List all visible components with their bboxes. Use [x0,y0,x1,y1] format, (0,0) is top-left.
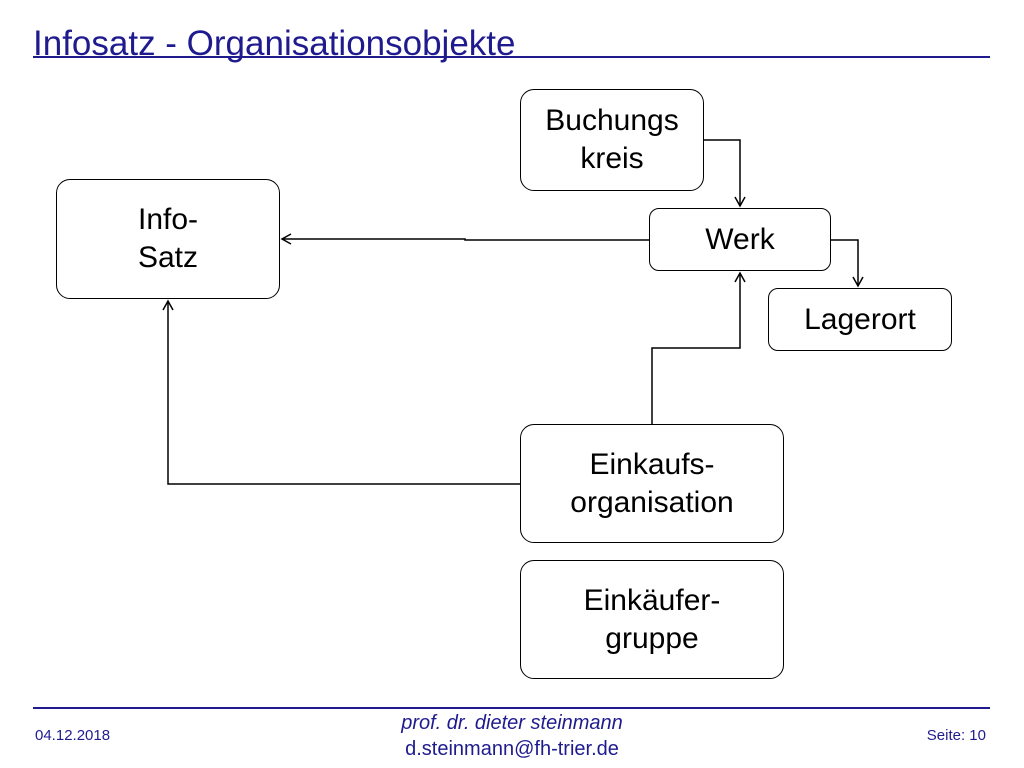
footer-date: 04.12.2018 [35,727,111,744]
edge-werk-lagerort [831,239,864,288]
edge-buchungskreis-werk [704,139,746,208]
footer-page-number: Seite: 10 [926,727,986,744]
node-einkaeufergruppe: Einkäufer- gruppe [520,560,784,679]
node-einkaufsorganisation: Einkaufs- organisation [520,424,784,543]
footer-author-block: prof. dr. dieter steinmann d.steinmann@f… [332,710,692,762]
edge-werk-infosatz [280,233,649,245]
node-werk: Werk [649,208,831,271]
node-einkaufsorganisation-line1: Einkaufs- [589,447,715,481]
edge-einkaufsorg-werk [651,271,746,424]
node-info-satz: Info- Satz [56,179,280,299]
node-info-satz-line1: Info- [137,203,199,236]
edge-einkaufsorg-infosatz [162,299,520,485]
node-info-satz-line2: Satz [137,241,199,274]
footer-email: d.steinmann@fh-trier.de [405,738,619,760]
node-einkaeufergruppe-line1: Einkäufer- [583,583,721,617]
node-lagerort-label: Lagerort [804,302,916,336]
footer-divider [33,707,990,709]
node-werk-label: Werk [705,222,775,256]
node-einkaeufergruppe-line2: gruppe [605,621,699,655]
node-lagerort: Lagerort [768,288,952,351]
node-buchungskreis-line1: Buchungs [545,104,679,137]
footer-author: prof. dr. dieter steinmann [401,712,623,734]
title-divider [33,56,990,58]
node-einkaufsorganisation-line2: organisation [570,485,734,519]
node-buchungskreis-line2: kreis [580,142,644,175]
node-buchungskreis: Buchungs kreis [520,89,704,191]
